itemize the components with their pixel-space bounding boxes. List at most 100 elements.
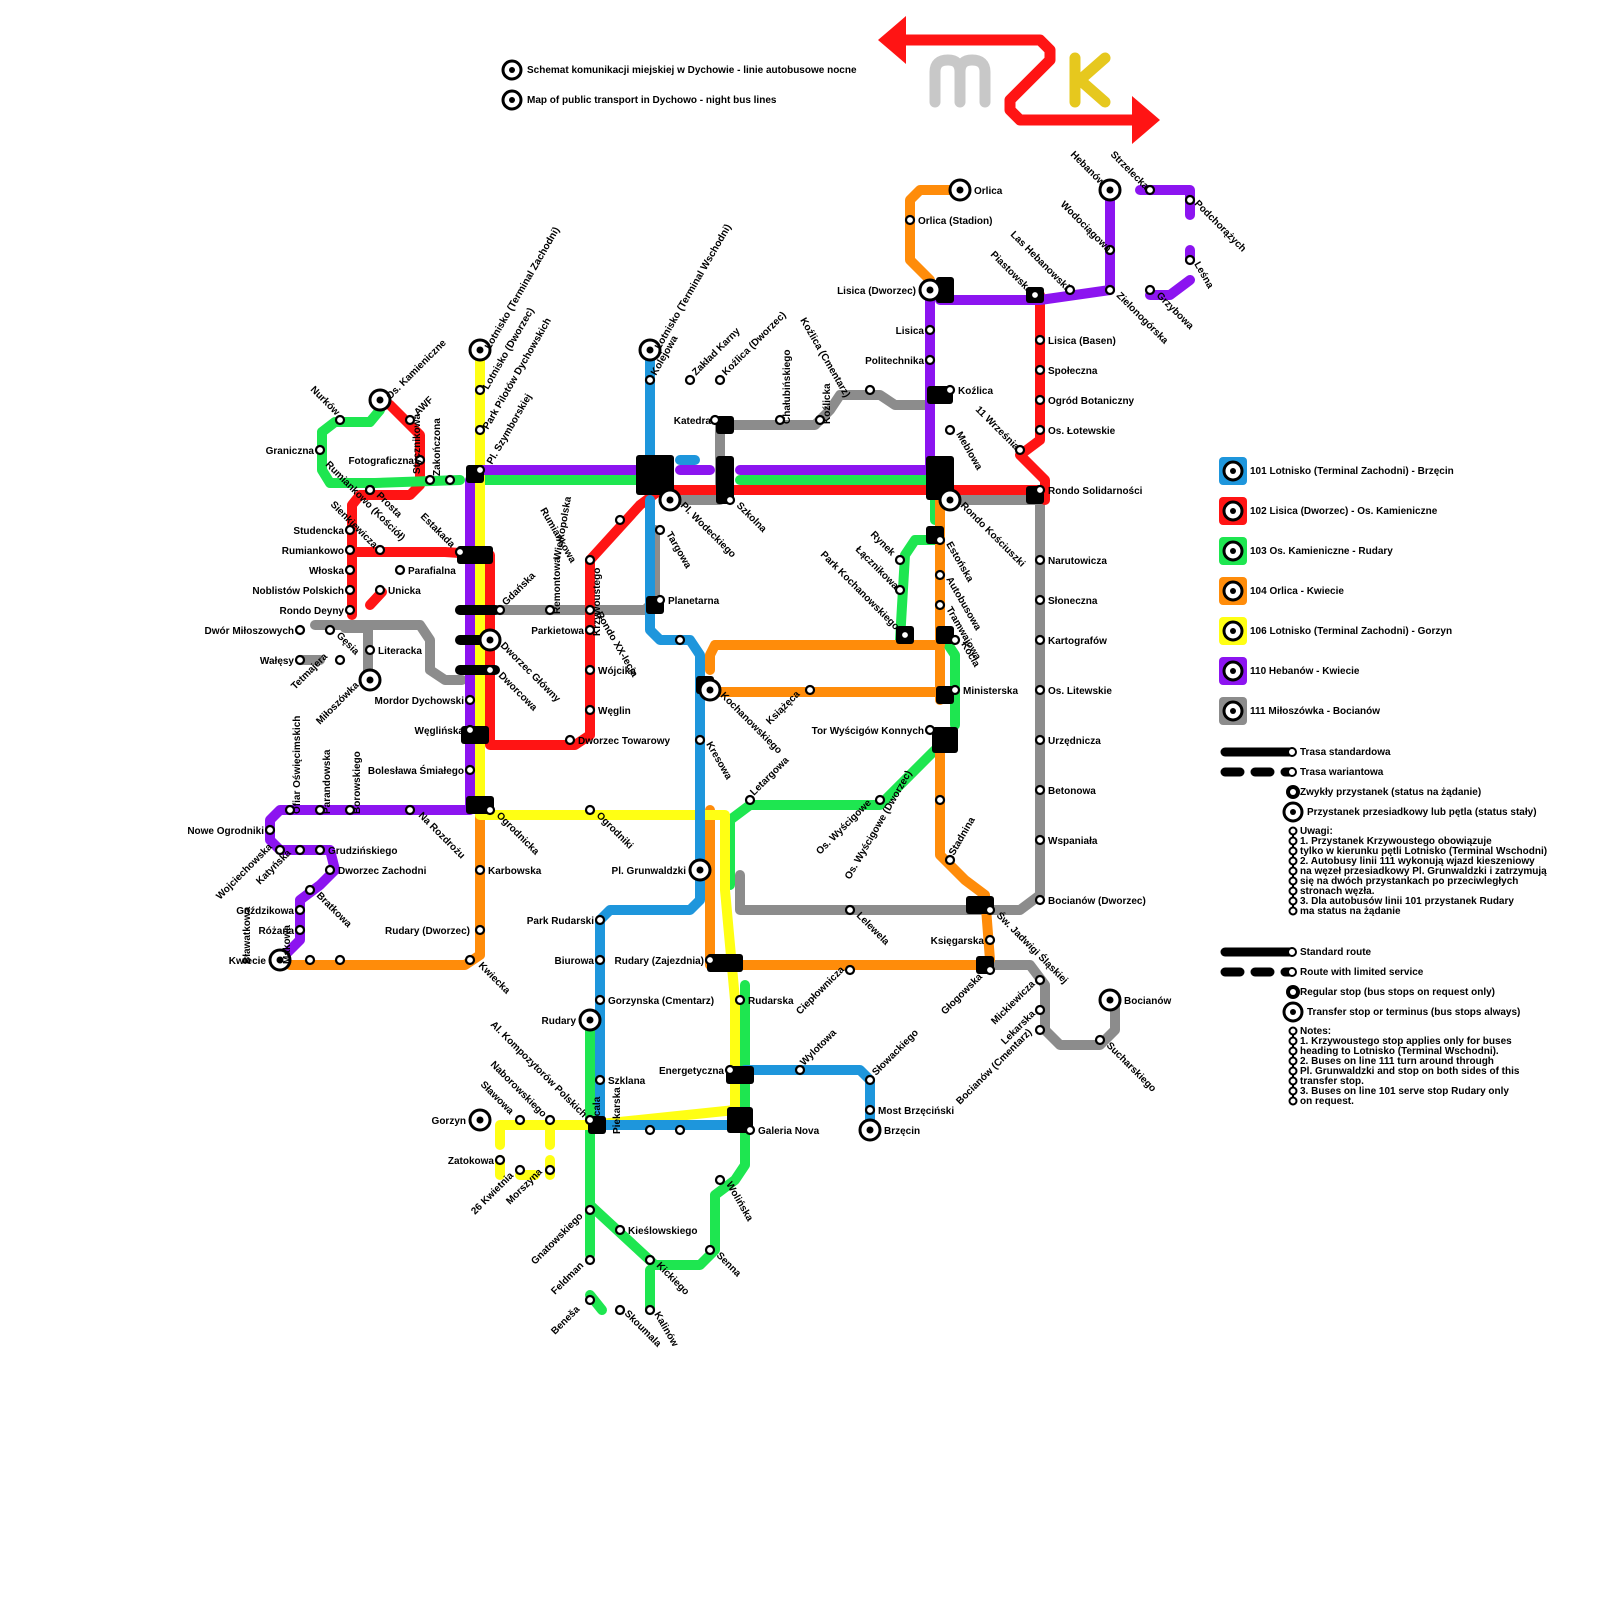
stop[interactable]: Pl. Grunwaldzki [612,858,712,882]
stop[interactable]: Słoneczna [1034,594,1098,607]
stop[interactable]: Planetarna [654,594,720,607]
stop[interactable]: Miłoszówka [314,668,382,727]
stop[interactable]: Ogród Botaniczny [1034,394,1135,407]
stop[interactable]: Szklana [594,1074,646,1087]
stop[interactable]: Wójcika [584,664,636,677]
stop[interactable]: Wspaniała [1034,834,1098,847]
stop[interactable]: Podchorążych [1184,194,1248,254]
stop[interactable]: Gorzynska (Cmentarz) [594,994,714,1007]
stop[interactable]: Kieślowskiego [614,1224,697,1237]
stop[interactable]: Gorzyn [432,1108,492,1132]
stop[interactable]: Bratkowa [304,884,354,930]
stop[interactable]: Słowackiego [864,1028,921,1086]
stop[interactable]: Kartografów [1034,634,1107,647]
stop[interactable]: Energetyczna [659,1064,736,1077]
stop[interactable]: Brzęcin [858,1118,920,1142]
stop[interactable]: Literacka [364,644,422,657]
stop[interactable]: Wałęsy [260,654,306,667]
stop[interactable]: Społeczna [1034,364,1098,377]
stop[interactable]: Targowa [654,524,693,571]
stop[interactable]: Rudary (Dworzec) [385,924,486,937]
stop[interactable]: Bławatkowa [242,906,316,966]
stop[interactable]: Koźlica (Cmentarz) [797,316,876,399]
stop[interactable]: Katedra [674,414,721,427]
stop[interactable]: Betonowa [1034,784,1096,797]
stop[interactable]: Makowa [282,925,346,966]
stop[interactable]: 11 Września [973,404,1026,456]
stop[interactable]: Księgarska [931,934,996,947]
stop[interactable]: Rudary [542,1008,602,1032]
stop[interactable]: Parafialna [394,564,456,577]
stop[interactable]: Dworzec Towarowy [564,734,670,747]
stop[interactable]: Krzywoustego [592,568,686,646]
stop[interactable]: Graniczna [266,444,326,457]
stop[interactable]: Zakończona [432,418,456,486]
stop[interactable]: Urzędnicza [1034,734,1101,747]
stop[interactable]: Lisica (Dworzec) [837,278,942,302]
stop[interactable]: Mickiewicza [989,974,1046,1027]
stop[interactable]: Parkietowa [531,624,596,637]
stop[interactable]: Rudarska [734,994,794,1007]
stop[interactable]: Os. Kamieniczne [368,337,449,412]
stop[interactable]: Piekarska [612,1087,686,1136]
stop[interactable]: Noblistów Polskich [252,584,356,597]
stop[interactable]: Koźlica [944,384,993,397]
stop[interactable]: Galeria Nova [744,1124,820,1137]
stop[interactable]: Węglin [584,704,631,717]
stop[interactable]: Letargowa [744,755,792,806]
stop[interactable]: Goździkowa [236,904,306,917]
stop[interactable]: Rudary (Zajezdnia) [615,954,716,967]
stop[interactable]: Tor Wyścigów Konnych [812,724,936,737]
stop[interactable]: Wolińska [714,1174,755,1224]
stop[interactable]: Dworzec Zachodni [324,864,427,877]
stop[interactable]: Fotograficzna [348,454,426,467]
stop[interactable]: Różana [258,924,306,937]
stop[interactable]: Stycznikowa [412,414,436,486]
stop[interactable]: Borowskiego [344,751,363,816]
stop[interactable]: Węglińska [415,724,476,737]
stop[interactable]: Ofiar Oświęcimskich [284,716,303,816]
stop[interactable]: Stadnina [944,815,978,866]
stop[interactable]: Koźlicka [814,383,833,426]
stop[interactable]: Włoska [309,564,356,577]
stop[interactable]: Politechnika [865,354,936,367]
stop[interactable]: Most Brzęciński [864,1104,954,1117]
stop[interactable]: Park Rudarski [527,914,606,927]
stop[interactable]: Grudzińskiego [314,844,397,857]
stop[interactable]: Lisica (Basen) [1034,334,1116,347]
stop[interactable]: Narutowicza [1034,554,1107,567]
stop[interactable]: Lotnisko (Terminal Wschodni) [638,223,734,362]
stop[interactable]: Studencka [293,524,356,537]
stop[interactable]: Ministerska [949,684,1018,697]
stop[interactable]: Kwiecka [464,954,512,997]
stop[interactable]: Orlica (Stadion) [904,214,992,227]
stop[interactable]: Senna [704,1244,743,1280]
stop[interactable]: Rondo Deyny [280,604,356,617]
stop[interactable]: Bolesława Śmiałego [368,764,476,777]
stop[interactable]: Zatokowa [448,1154,506,1167]
stop[interactable]: Lisica [896,324,936,337]
stop[interactable]: Remontowa [544,557,563,616]
stop[interactable]: Gnatowskiego [529,1204,596,1267]
stop[interactable]: Ciepłownicza [794,964,856,1017]
stop[interactable]: Bocianów (Dworzec) [1034,894,1146,907]
stop[interactable]: Karbowska [474,864,542,877]
stop[interactable]: Mordor Dychowski [375,694,476,707]
stop[interactable]: Os. Litewskie [1034,684,1112,697]
stop[interactable]: Rumiankowo [282,544,356,557]
stop[interactable]: Pascala [592,1096,656,1136]
stop[interactable]: Beneša [549,1294,596,1337]
stop[interactable]: Św. Jadwigi Śląskiej [984,904,1071,986]
stop[interactable]: Nowe Ogrodniki [187,824,276,837]
stop[interactable]: Park Kochanowskiego [818,549,911,641]
stop[interactable]: Zakład Karny [684,326,743,386]
stop[interactable]: Kwiecie [229,948,292,972]
stop[interactable]: Szkolna [724,494,769,535]
stop[interactable]: Parandowska [314,749,333,816]
stop[interactable]: Chałubińskiego [774,350,793,426]
stop[interactable]: Dwór Miłoszowych [205,624,306,637]
stop[interactable]: Bocianów [1098,988,1171,1012]
stop[interactable]: Nurków [308,384,346,426]
stop[interactable]: Orlica [948,178,1003,202]
stop[interactable]: Biurowa [555,954,606,967]
